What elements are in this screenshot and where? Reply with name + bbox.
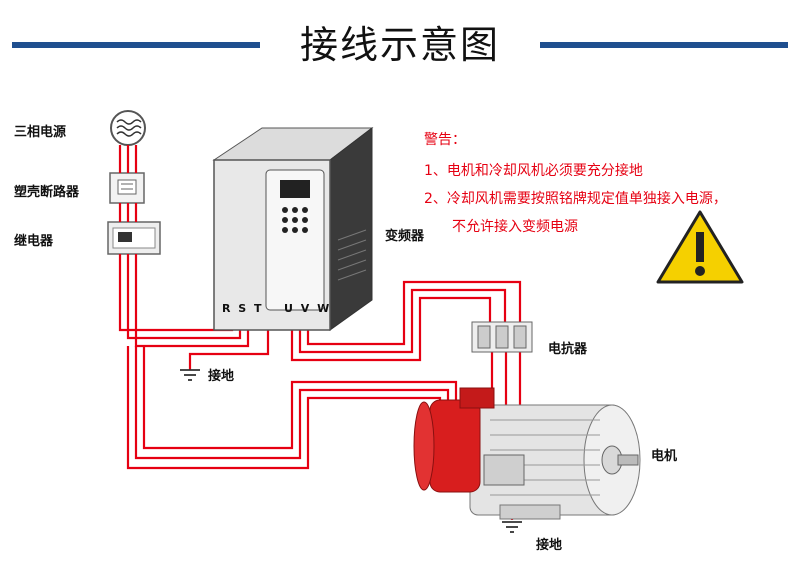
warning-triangle-icon <box>656 210 744 284</box>
contactor-icon <box>107 221 161 255</box>
label-ground-bottom: 接地 <box>536 538 563 553</box>
motor-icon <box>413 387 641 520</box>
terminals-uvw: U V W <box>284 302 332 315</box>
warning-heading: 警告： <box>424 132 466 148</box>
reactor-icon <box>471 321 533 353</box>
ground-left-icon <box>180 369 200 381</box>
inverter-icon <box>212 126 374 331</box>
terminals-rst: R S T <box>222 302 264 315</box>
warning-line-2: 2、冷却风机需要按照铭牌规定值单独接入电源， <box>424 191 727 207</box>
title-rule-left <box>12 42 260 48</box>
label-power: 三相电源 <box>14 125 67 140</box>
ground-bottom-icon <box>502 521 522 533</box>
breaker-icon <box>109 172 145 204</box>
label-inverter: 变频器 <box>385 229 425 244</box>
label-breaker: 塑壳断路器 <box>14 185 80 200</box>
title-bar: 接线示意图 <box>0 0 800 90</box>
title-rule-right <box>540 42 788 48</box>
label-motor: 电机 <box>651 449 678 464</box>
label-reactor: 电抗器 <box>548 342 588 357</box>
warning-line-1: 1、电机和冷却风机必须要充分接地 <box>424 163 643 179</box>
page-title: 接线示意图 <box>299 23 500 67</box>
warning-line-3: 不允许接入变频电源 <box>452 219 578 235</box>
power-source-icon <box>110 110 146 146</box>
label-contactor: 继电器 <box>14 234 54 249</box>
label-ground-left: 接地 <box>208 369 235 384</box>
